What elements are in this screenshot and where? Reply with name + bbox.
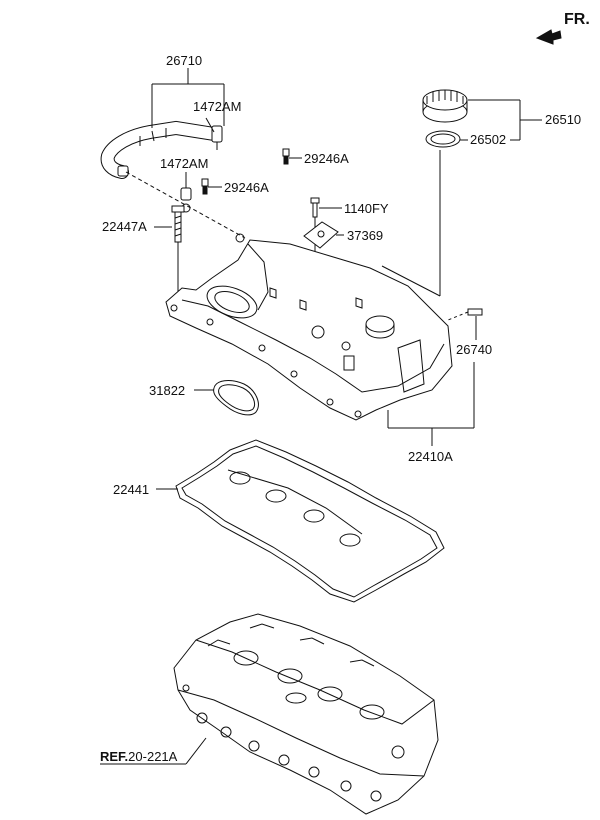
- front-arrow-icon: [535, 29, 562, 45]
- reference-label: REF.20-221A: [100, 750, 177, 763]
- cylinder-head: [173, 613, 439, 815]
- part-label-1472am-lower: 1472AM: [160, 156, 209, 171]
- breather-hose: [100, 120, 221, 179]
- part-label-22410a: 22410A: [408, 449, 453, 464]
- part-label-26502: 26502: [470, 132, 507, 147]
- plug-29246a-right: [282, 148, 290, 165]
- part-label-26710: 26710: [166, 53, 203, 68]
- oil-filler-cap: [422, 89, 468, 123]
- part-label-31822: 31822: [149, 383, 186, 398]
- part-label-1140fy: 1140FY: [344, 201, 389, 216]
- part-label-22441: 22441: [113, 482, 150, 497]
- part-label-29246a-left: 29246A: [224, 180, 269, 195]
- leader-lines: [100, 68, 542, 765]
- plug-29246a-left: [201, 178, 209, 195]
- front-direction-label: FR.: [564, 11, 590, 28]
- reference-prefix: REF.: [100, 749, 129, 764]
- bolt-22447a: [171, 205, 185, 296]
- cylinder-head-cover: [165, 233, 453, 421]
- cap-gasket: [425, 130, 461, 148]
- part-label-29246a-right: 29246A: [304, 151, 349, 166]
- clamp-top: [211, 125, 223, 150]
- pcv-valve: [447, 308, 483, 321]
- part-label-26510: 26510: [545, 112, 582, 127]
- part-label-1472am-top: 1472AM: [193, 99, 242, 114]
- reference-number: 20-221A: [128, 749, 178, 764]
- part-label-37369: 37369: [347, 228, 384, 243]
- part-label-22447a: 22447A: [102, 219, 147, 234]
- part-label-26740: 26740: [456, 342, 493, 357]
- spark-plug-gasket: [213, 380, 259, 416]
- bracket-37369: [303, 221, 339, 249]
- head-cover-gasket: [175, 439, 445, 603]
